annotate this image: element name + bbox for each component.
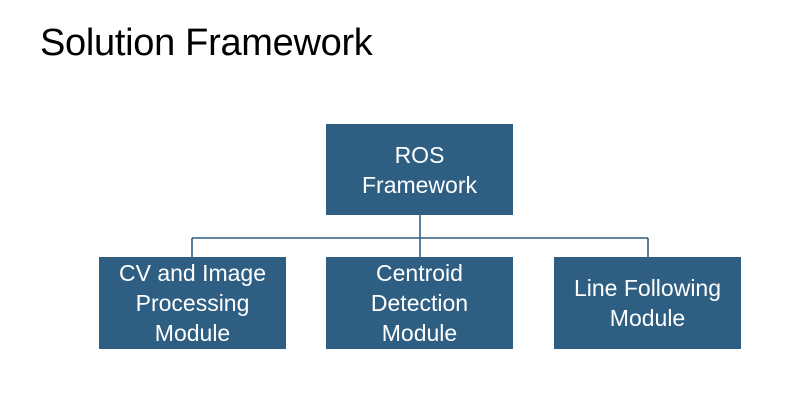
cv-image-processing-module-node: CV and Image Processing Module: [99, 257, 286, 349]
line-following-module-node: Line Following Module: [554, 257, 741, 349]
line-following-module-label: Line Following Module: [573, 275, 722, 331]
centroid-detection-module-label: Centroid Detection Module: [370, 260, 469, 346]
ros-framework-node: ROS Framework: [326, 124, 513, 215]
centroid-detection-module-node: Centroid Detection Module: [326, 257, 513, 349]
slide-title: Solution Framework: [40, 22, 373, 64]
ros-framework-label: ROS Framework: [361, 141, 477, 198]
cv-image-processing-module-label: CV and Image Processing Module: [118, 260, 267, 346]
